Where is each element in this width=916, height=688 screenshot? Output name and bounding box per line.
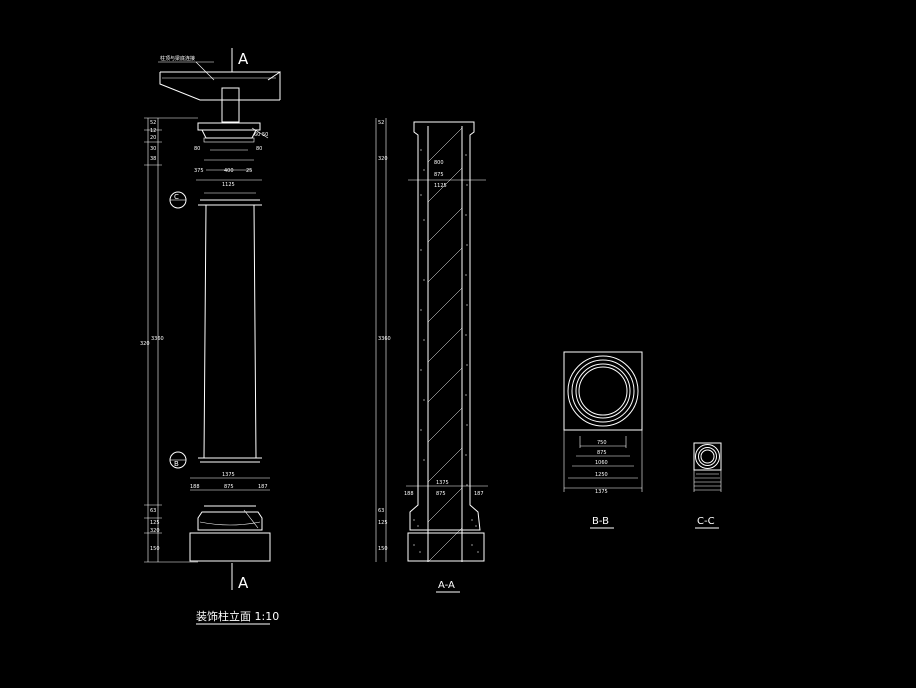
section-cc-circle-2 xyxy=(698,447,717,466)
section-aa-dim-top-2: 875 xyxy=(434,172,444,178)
elevation-caption: 装饰柱立面 1:10 xyxy=(196,609,279,623)
section-aa-dim-bottom-0: 1375 xyxy=(436,480,449,486)
section-bb-caption: B-B xyxy=(592,516,609,527)
dim-left-5: 320 xyxy=(140,341,150,347)
dim-top-3: 375 xyxy=(194,168,204,174)
section-cc-caption: C-C xyxy=(697,516,715,527)
section-cc-dim-lines xyxy=(693,470,722,492)
section-aa-dim-left-1: 320 xyxy=(378,156,388,162)
dim-top-5: 25 xyxy=(246,168,252,174)
section-bb-circle-2 xyxy=(571,359,635,423)
capital-band xyxy=(203,137,255,143)
dim-bottom-3: 187 xyxy=(258,484,268,490)
dim-left-3: 30 xyxy=(150,146,156,152)
section-bb-view: 750 875 1060 1250 1375 B-B xyxy=(563,351,643,529)
plinth xyxy=(189,532,271,562)
dim-left-10: 150 xyxy=(150,546,160,552)
section-cc-square xyxy=(693,442,722,471)
section-cc-circle-inner xyxy=(700,449,715,464)
section-aa-plinth xyxy=(407,532,485,562)
capital-abacus xyxy=(197,122,261,131)
section-bb-dim-4: 1375 xyxy=(595,489,608,495)
section-bb-dim-3: 1250 xyxy=(595,472,608,478)
section-aa-caption: A-A xyxy=(438,580,455,591)
capital-echinus xyxy=(201,129,257,139)
beam-outline xyxy=(159,71,281,101)
section-bb-dim-2: 1060 xyxy=(595,460,608,466)
section-cc-view: C-C xyxy=(693,442,722,529)
dim-left-2: 20 xyxy=(150,135,156,141)
dim-top-1: 400 xyxy=(224,168,234,174)
section-aa-dim-left-3: 63 xyxy=(378,508,384,514)
dim-top-6: 60 xyxy=(254,132,260,138)
section-aa-dim-top-1: 800 xyxy=(434,160,444,166)
dim-top-7: 50 xyxy=(262,132,268,138)
dim-left-0: 52 xyxy=(150,120,156,126)
section-bb-square xyxy=(563,351,643,431)
section-mark-top: A xyxy=(238,50,249,68)
section-aa-dim-left-0: 52 xyxy=(378,120,384,126)
dim-left-6: 3360 xyxy=(151,336,164,342)
dim-left-9: 320 xyxy=(150,528,160,534)
section-aa-dim-bottom-2: 875 xyxy=(436,491,446,497)
section-aa-outline xyxy=(409,121,481,531)
section-bb-circle-outer xyxy=(567,355,639,427)
elevation-view: A A 柱顶与梁底连接 80 400 80 375 1125 25 60 50 xyxy=(140,48,281,625)
callout-b-label: B xyxy=(174,460,179,468)
base-leader xyxy=(243,509,259,529)
section-bb-dim-1: 875 xyxy=(597,450,607,456)
section-bb-dim-lines xyxy=(563,430,643,492)
section-aa-dim-bottom-3: 187 xyxy=(474,491,484,497)
dim-top-4: 1125 xyxy=(222,182,235,188)
section-aa-speckle xyxy=(413,149,479,553)
section-mark-bottom: A xyxy=(238,574,249,592)
capital-leader xyxy=(251,127,269,139)
dim-bottom-2: 875 xyxy=(224,484,234,490)
section-bb-dim-0: 750 xyxy=(597,440,607,446)
section-aa-dim-bottom-1: 188 xyxy=(404,491,414,497)
dim-left-4: 38 xyxy=(150,156,156,162)
base-torus xyxy=(197,505,263,531)
section-cc-circle-outer xyxy=(695,444,720,469)
beam-note: 柱顶与梁底连接 xyxy=(160,55,195,62)
dim-top-2: 80 xyxy=(256,146,262,152)
section-aa-view: 1125 800 875 1375 188 875 187 52 320 336… xyxy=(375,118,488,593)
dim-top-0: 80 xyxy=(194,146,200,152)
section-aa-hatch xyxy=(428,127,462,562)
dim-bottom-0: 1375 xyxy=(222,472,235,478)
base-curve xyxy=(199,521,261,526)
callout-c-label: C xyxy=(174,193,179,201)
connection-stub xyxy=(221,87,240,123)
section-bb-circle-inner xyxy=(578,366,628,416)
section-aa-dim-left-2: 3360 xyxy=(378,336,391,342)
beam-note-leader xyxy=(195,61,215,81)
shaft-outline xyxy=(203,204,257,459)
section-bb-circle-3 xyxy=(575,363,631,419)
section-aa-dim-left-5: 150 xyxy=(378,546,388,552)
dim-left-1: 12 xyxy=(150,128,156,134)
section-aa-dim-left-4: 125 xyxy=(378,520,388,526)
dim-bottom-1: 188 xyxy=(190,484,200,490)
dim-left-8: 125 xyxy=(150,520,160,526)
dim-ticks-left xyxy=(144,117,198,563)
dim-left-7: 63 xyxy=(150,508,156,514)
section-aa-dim-top-0: 1125 xyxy=(434,183,447,189)
